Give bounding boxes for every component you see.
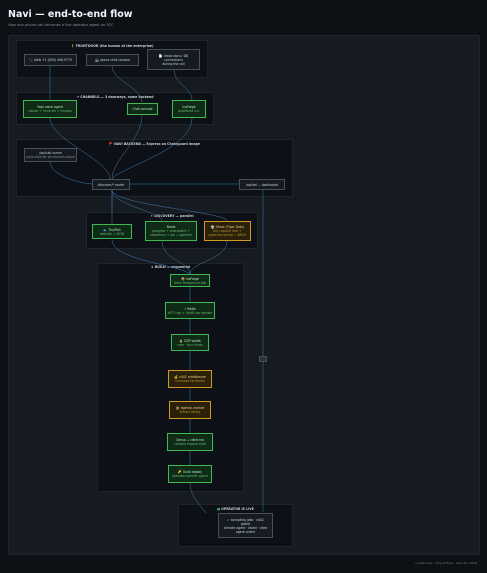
x402-middleware-node: 💰x402 middleware Coinbase facilitator	[168, 370, 212, 388]
person-icon: 🧍	[70, 44, 76, 48]
flag-icon: 🚩	[109, 142, 115, 146]
agentic-market-node: 🏛agentic.market attract listing	[169, 401, 211, 419]
lock-icon: 🔒	[179, 338, 184, 343]
nexla-line3: salesforce + api → pipeline	[150, 233, 192, 237]
page-subtitle: How one phone call becomes a live operat…	[8, 23, 114, 27]
cdp-wallet-subtitle: new · four funds	[177, 342, 203, 347]
zone-frontdoor-label: FRONTDOOR (the human at the enterprise)	[75, 44, 154, 48]
lightning-icon: ⚡	[184, 306, 187, 311]
discover-router-title: /discover/* router	[97, 182, 125, 187]
ghost-title: Ghost (Tiger Data)	[215, 225, 245, 229]
redis-node: ⚡Redis HOT cap + .fold8 vec stream	[165, 302, 215, 319]
dials-phone-label: dials +1 (650) 446-9770	[33, 58, 72, 62]
senso-title: Senso → cited.md	[176, 438, 204, 442]
zone-operator-label: OPERATOR IS LIVE	[221, 507, 254, 511]
key-icon: 🔑	[177, 470, 182, 474]
star-icon: ★	[150, 265, 155, 269]
drops-docs-line3: during the call	[162, 61, 185, 66]
ghost-line3: pgvector/vector → BM25	[208, 233, 247, 237]
guild-deploy-subtitle: operator-specific agent	[172, 474, 208, 478]
ghost-line2: pre capture fork +	[213, 229, 242, 233]
senso-node: Senso → cited.md content engine draft	[167, 433, 213, 451]
cdp-wallet-title: CDP wallet	[184, 338, 201, 343]
tinyfish-subtitle: website → JSON	[99, 231, 125, 236]
guild-deploy-node: 🔑Guild deploy operator-specific agent	[168, 465, 212, 483]
drops-docs-node: 📄drops docs / DB connections during the …	[147, 49, 200, 70]
guild-deploy-title: Guild deploy	[182, 470, 203, 474]
ghost-icon: 👻	[210, 225, 215, 229]
money-bag-icon: 💰	[174, 375, 179, 379]
agentic-market-subtitle: attract listing	[179, 410, 201, 414]
fish-icon: 🐟	[103, 227, 108, 232]
insforge-build-subtitle: fresh Postgres-in-tab	[173, 280, 207, 285]
nexla-node: Nexla postgres + sharepoint + salesforce…	[145, 221, 197, 241]
tinyfish-node: 🐟TinyFish website → JSON	[92, 224, 132, 239]
operator-live-node: ✓ accepting jobs · x402 gated climate ag…	[218, 513, 273, 538]
agentic-market-title: agentic.market	[180, 406, 205, 410]
nexla-line2: postgres + sharepoint +	[152, 229, 190, 233]
drops-docs-line1: drops docs / DB	[163, 53, 189, 58]
insforge-channel-title: InsForge	[182, 105, 196, 109]
page-title: Navi — end-to-end flow	[8, 9, 133, 20]
insforge-channel-node: InsForge published n.s.	[172, 100, 206, 118]
zone-channels-label: CHANNELS — 3 doorways, same backend	[80, 95, 154, 99]
dials-phone-node: 📞dials +1 (650) 446-9770	[24, 54, 77, 66]
vapi-title: Vapi voice agent	[37, 105, 63, 109]
market-icon: 🏛	[175, 406, 180, 410]
senso-subtitle: content engine draft	[174, 442, 206, 446]
redis-subtitle: HOT cap + .fold8 vec stream	[167, 310, 213, 315]
footer-credit: rocket-triad · Ship-It-Final · April 24,…	[415, 561, 477, 565]
chat-console-node: Chat console	[127, 103, 158, 115]
chat-console-title: Chat console	[132, 107, 153, 111]
vapi-voice-agent-node: Vapi voice agent claude + hmm.tts + Imag…	[23, 100, 77, 118]
operator-live-line3: climate agent · listed · cited	[223, 525, 268, 530]
open-chat-console-label: opens chat console	[99, 58, 130, 62]
open-chat-console-node: 💻opens chat console	[86, 54, 139, 66]
x402-subtitle: Coinbase facilitator	[175, 379, 205, 383]
insforge-build-node: 📦InsForge fresh Postgres-in-tab	[170, 274, 210, 287]
insforge-channel-subtitle: published n.s.	[178, 109, 200, 113]
call-summary-node: /api/call-summ pulls slips for structure…	[24, 148, 77, 162]
nexla-title: Nexla	[166, 225, 176, 229]
drops-docs-line2: connections	[164, 57, 183, 62]
ghost-tiger-data-node: 👻Ghost (Tiger Data) pre capture fork + p…	[204, 221, 251, 241]
vapi-subtitle: claude + hmm.tts + Imagen	[27, 109, 73, 113]
check-icon: ■	[217, 507, 222, 511]
x402-title: x402 middleware	[179, 375, 206, 379]
zone-backend-label: NAVI BACKEND — Express on Chainguard ima…	[114, 142, 200, 146]
sparkle-icon: ✦	[150, 214, 155, 218]
operator-live-line4: agent online	[235, 529, 256, 534]
tinyfish-title: TinyFish	[108, 227, 121, 232]
redis-title: Redis	[187, 306, 196, 311]
document-icon: 📄	[158, 53, 163, 58]
operator-live-line2: gated	[241, 521, 250, 526]
operator-live-line1: ✓ accepting jobs · x402	[227, 517, 264, 522]
zone-discovery-label: DISCOVERY — parallel	[154, 214, 194, 218]
discover-router-node: /discover/* router	[92, 179, 130, 190]
package-icon: 📦	[181, 276, 185, 281]
cdp-wallet-node: 🔒CDP wallet new · four funds	[171, 334, 209, 351]
door-icon: ↗	[76, 95, 81, 99]
call-summary-subtitle: pulls slips for structured output	[26, 155, 75, 159]
dashboard-node: /api/dd — dashboard	[239, 179, 285, 190]
zone-build-label: BUILD — sequential	[154, 265, 191, 269]
laptop-icon: 💻	[95, 58, 99, 62]
insforge-build-title: InsForge	[185, 276, 199, 281]
dashboard-title: /api/dd — dashboard	[245, 182, 279, 187]
call-summary-title: /api/call-summ	[39, 151, 62, 155]
edge-label-stub	[259, 356, 267, 362]
phone-icon: 📞	[29, 58, 33, 62]
